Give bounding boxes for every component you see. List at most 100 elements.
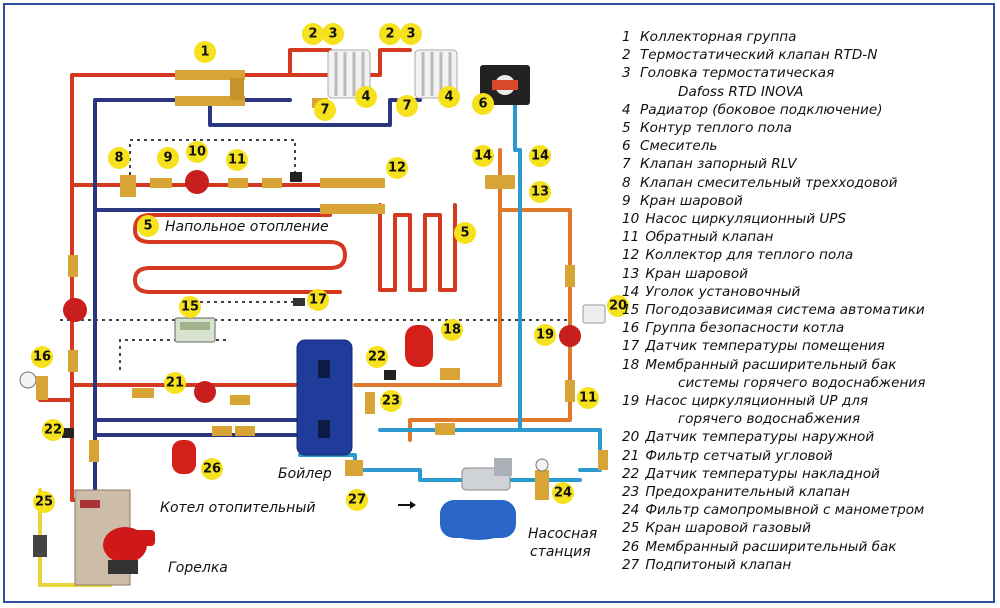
legend-item-number: 2 bbox=[622, 47, 631, 64]
mixing-pump-unit bbox=[120, 170, 302, 197]
room-sensor bbox=[293, 298, 305, 306]
number-badge-label: 4 bbox=[361, 90, 370, 105]
legend-item-text: Датчик температуры помещения bbox=[645, 338, 885, 355]
number-badge-label: 21 bbox=[166, 376, 184, 391]
legend-item-number: 17 bbox=[622, 338, 640, 355]
legend-item-text: Коллекторная группа bbox=[640, 29, 797, 45]
heating-scheme-diagram: Напольное отопление Бойлер Котел отопите… bbox=[19, 23, 629, 587]
number-badge-label: 22 bbox=[368, 350, 386, 365]
legend-item: 2 Термостатический клапан RTD-N bbox=[622, 46, 992, 64]
legend-item-text: Мембранный расширительный бак bbox=[645, 356, 897, 373]
number-badge bbox=[355, 86, 377, 108]
legend-item-number: 25 bbox=[622, 520, 640, 537]
legend-item-text: Погодозависимая система автоматики bbox=[645, 302, 925, 319]
number-badge bbox=[307, 289, 329, 311]
legend-item-text: Предохранительный клапан bbox=[645, 484, 851, 501]
legend-item: Dafoss RTD INOVA bbox=[622, 83, 992, 101]
legend-item-number: 3 bbox=[622, 65, 631, 82]
legend-item: 18 Мембранный расширительный бак bbox=[622, 356, 992, 374]
legend-item-text: Уголок установочный bbox=[645, 283, 801, 300]
legend-item-number: 21 bbox=[622, 447, 640, 464]
number-badge bbox=[157, 147, 179, 169]
legend-item: 15 Погодозависимая система автоматики bbox=[622, 301, 992, 319]
number-badge-label: 19 bbox=[536, 328, 554, 343]
number-badge bbox=[472, 145, 494, 167]
label-pump-station-2: станция bbox=[530, 544, 591, 560]
floor-loop-right bbox=[378, 203, 457, 292]
legend-item-number: 19 bbox=[622, 393, 640, 410]
number-badge-label: 11 bbox=[228, 153, 246, 168]
legend-item-text: Термостатический клапан RTD-N bbox=[640, 47, 878, 64]
label-pump-station-1: Насосная bbox=[528, 526, 597, 542]
number-badge bbox=[137, 215, 159, 237]
number-badge bbox=[472, 93, 494, 115]
number-badge-label: 4 bbox=[444, 90, 453, 105]
number-badge bbox=[534, 324, 556, 346]
expansion-tank-heating bbox=[172, 440, 196, 474]
number-badge-label: 8 bbox=[114, 151, 123, 166]
legend-item-number: 15 bbox=[622, 302, 640, 319]
number-badge bbox=[42, 419, 64, 441]
number-badge bbox=[400, 23, 422, 45]
number-badge bbox=[194, 41, 216, 63]
number-badge-label: 23 bbox=[382, 394, 400, 409]
number-badge bbox=[552, 482, 574, 504]
legend-item-text: Клапан смесительный трехходовой bbox=[640, 174, 898, 191]
legend-item: системы горячего водоснабжения bbox=[622, 374, 992, 392]
legend-item-text: Мембранный расширительный бак bbox=[645, 538, 897, 555]
number-badge bbox=[529, 181, 551, 203]
number-badge bbox=[108, 147, 130, 169]
number-badge-label: 14 bbox=[474, 149, 492, 164]
label-heating-boiler: Котел отопительный bbox=[160, 500, 315, 516]
safety-valve bbox=[365, 392, 375, 414]
control-wires bbox=[60, 139, 570, 370]
number-badge bbox=[386, 157, 408, 179]
legend-item-text: Радиатор (боковое подключение) bbox=[640, 101, 883, 118]
legend-item: 12 Коллектор для теплого пола bbox=[622, 246, 992, 264]
number-badge-label: 27 bbox=[348, 493, 366, 508]
self-cleaning-filter bbox=[535, 458, 549, 500]
collector-group bbox=[175, 70, 245, 106]
return-pipes bbox=[93, 98, 422, 502]
legend-item-number: 18 bbox=[622, 356, 640, 373]
legend-item-number: 12 bbox=[622, 247, 640, 264]
number-badge-label: 5 bbox=[460, 226, 469, 241]
number-badge bbox=[366, 346, 388, 368]
number-badge-label: 7 bbox=[402, 99, 411, 114]
number-badge bbox=[529, 145, 551, 167]
weather-automation-unit bbox=[174, 317, 216, 343]
hot-water-riser bbox=[353, 148, 502, 387]
number-badge bbox=[346, 489, 368, 511]
floor-collector bbox=[320, 178, 385, 214]
legend-item-text: Коллектор для теплого пола bbox=[645, 247, 854, 264]
legend-item-number: 6 bbox=[622, 138, 631, 155]
boiler-pump-unit bbox=[132, 381, 250, 405]
number-badge bbox=[201, 458, 223, 480]
number-badge-label: 1 bbox=[200, 45, 209, 60]
legend-item-number: 27 bbox=[622, 556, 640, 573]
wire-mixing bbox=[129, 139, 296, 175]
number-badge-label: 18 bbox=[443, 323, 461, 338]
number-badge bbox=[226, 149, 248, 171]
dhw-tank bbox=[296, 339, 353, 456]
number-badge-label: 2 bbox=[308, 27, 317, 42]
legend-item-text: Смеситель bbox=[640, 138, 718, 155]
number-badge-label: 14 bbox=[531, 149, 549, 164]
number-badge bbox=[438, 86, 460, 108]
legend-item-text: Датчик температуры накладной bbox=[645, 465, 880, 482]
number-badge bbox=[577, 387, 599, 409]
number-badge bbox=[322, 23, 344, 45]
number-badge-label: 3 bbox=[406, 27, 415, 42]
